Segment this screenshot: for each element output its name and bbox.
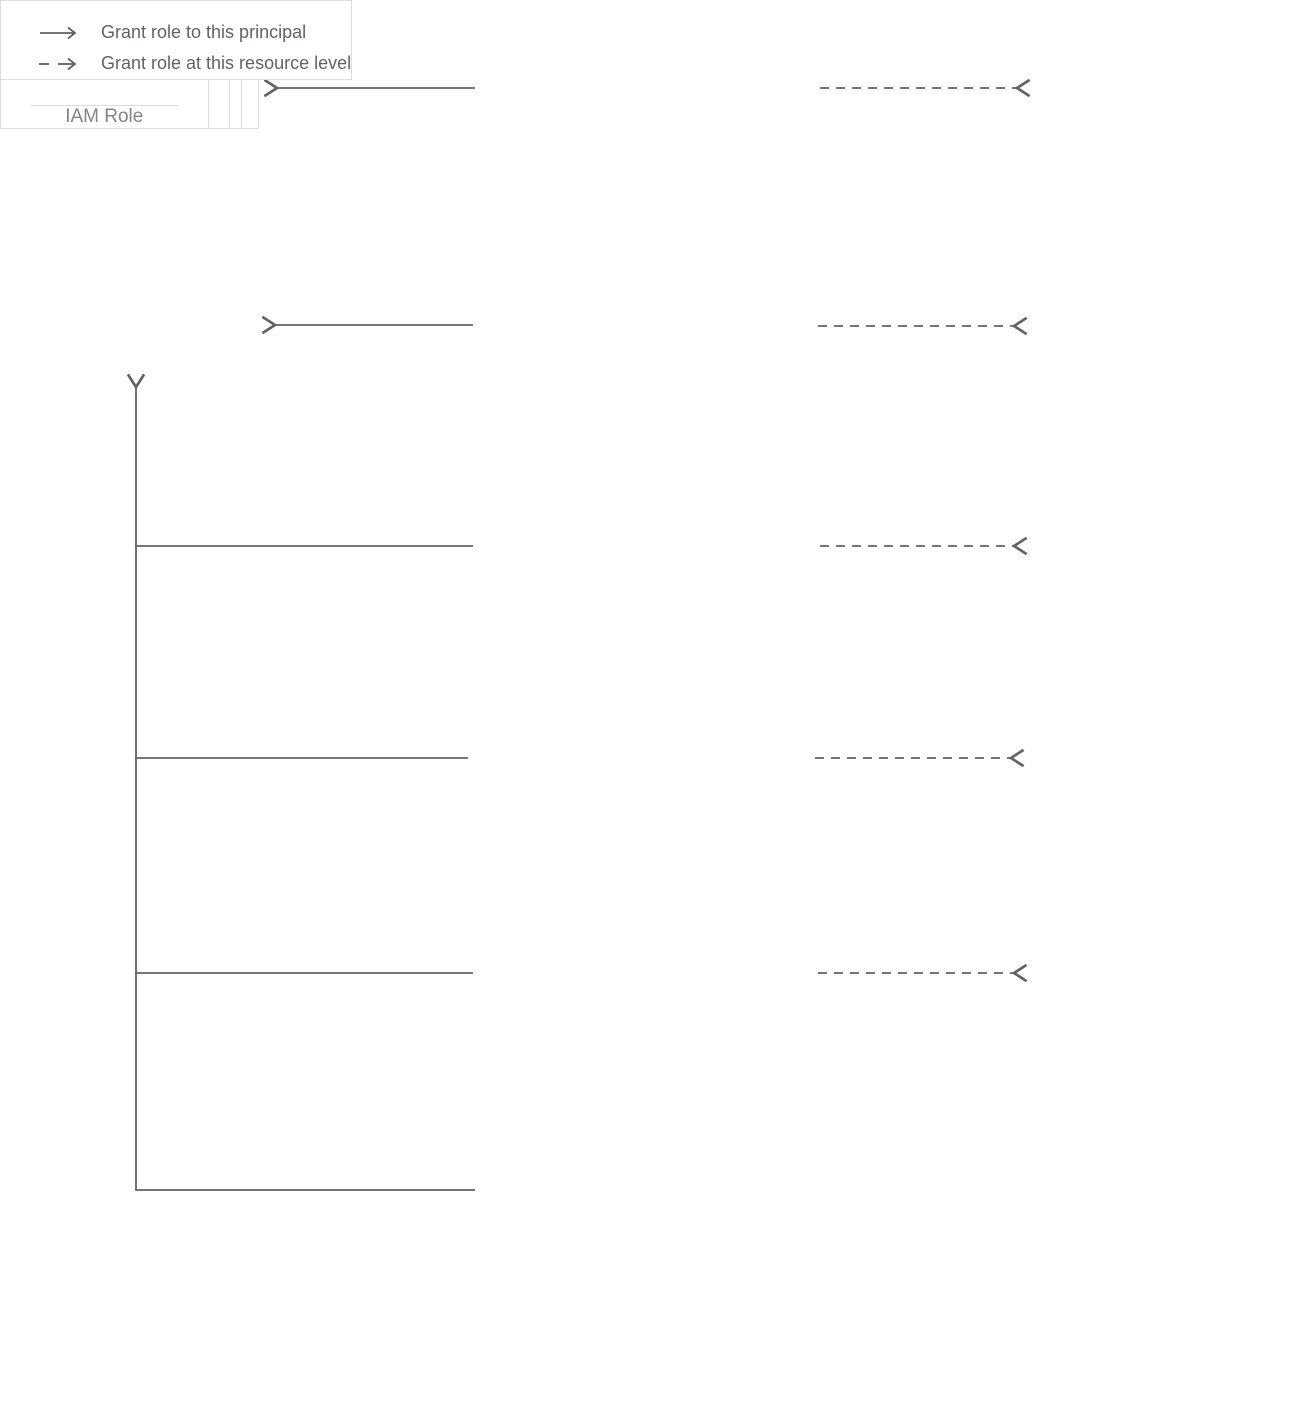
edge-grant-secret-accessor-trunk (126, 373, 475, 1191)
iam-role-label: IAM Role (65, 106, 144, 127)
divider (31, 105, 178, 106)
solid-arrow-icon (40, 26, 77, 39)
dashed-arrow-icon (39, 57, 77, 70)
legend-row-dashed: Grant role at this resource level (37, 48, 351, 79)
legend-row-solid: Grant role to this principal (37, 17, 351, 48)
legend: Grant role to this principal Grant role … (0, 0, 353, 80)
legend-dashed-label: Grant role at this resource level (101, 53, 352, 73)
legend-solid-label: Grant role to this principal (101, 22, 307, 42)
